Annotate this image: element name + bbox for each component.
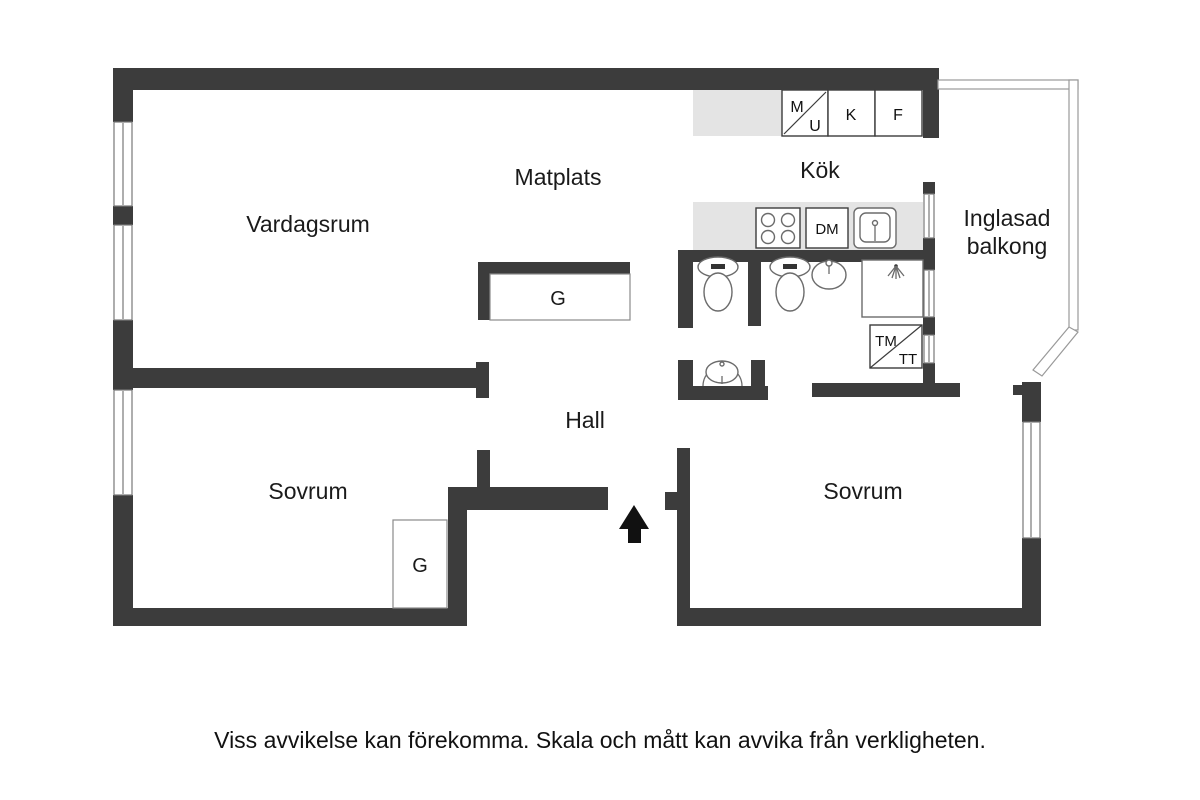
- oven-label: U: [809, 118, 821, 135]
- windows: [113, 121, 1041, 539]
- wall-bedroom2-right-lower: [1022, 538, 1041, 626]
- label-vardagsrum: Vardagsrum: [246, 211, 370, 237]
- freezer-unit: F: [874, 89, 923, 137]
- dryer-label: TT: [899, 351, 917, 368]
- shower-icon: [861, 259, 924, 318]
- window-bath-balcony-2: [923, 334, 935, 364]
- micro-label: M: [790, 99, 803, 116]
- window-bedroom2: [1022, 421, 1041, 539]
- wall-wc-bottom: [678, 386, 768, 400]
- wall-left-lower: [113, 495, 133, 626]
- balcony-glass-right: [1068, 79, 1079, 331]
- wall-hall-lower: [448, 487, 608, 510]
- wall-bedroom2-right-upper: [1022, 382, 1041, 422]
- dishwasher-label: DM: [815, 221, 838, 238]
- wall-balcony-seg4: [923, 363, 935, 387]
- fridge-label: K: [846, 107, 857, 124]
- toilet-icon-wc1: [697, 256, 739, 312]
- sink-icon-wc2: [702, 360, 743, 387]
- closet-matplats-label: G: [550, 288, 566, 310]
- stove-icon: [755, 207, 801, 249]
- kitchen-sink-icon: [853, 207, 897, 249]
- dishwasher-unit: DM: [805, 207, 849, 249]
- wall-closet-left: [478, 262, 490, 320]
- wall-bedroom2-left-notch: [665, 492, 677, 510]
- wall-balcony-seg1: [923, 182, 935, 194]
- fridge-unit: K: [827, 89, 876, 137]
- balcony-glass-diagonal: [1032, 326, 1079, 377]
- balcony-glass-top: [937, 79, 1079, 90]
- wall-bath-top: [678, 250, 935, 262]
- balcony-glazing: [937, 79, 1079, 377]
- wall-bedroom2-right-notch: [1013, 385, 1022, 395]
- micro-oven-unit: M U: [781, 89, 829, 137]
- label-balkong-line1: Inglasad: [964, 205, 1051, 231]
- wall-left-separator: [113, 206, 133, 225]
- washer-label: TM: [875, 333, 897, 350]
- label-hall: Hall: [565, 407, 605, 433]
- wall-interior-cap: [476, 362, 489, 398]
- window-bedroom1: [113, 389, 133, 496]
- entrance-arrow-icon: [619, 505, 649, 543]
- kitchen-cabinets: M U K F: [781, 89, 923, 137]
- room-labels: Vardagsrum Matplats Kök Inglasad balkong…: [246, 157, 1050, 504]
- closet-matplats: G: [489, 273, 631, 321]
- closet-bedroom-label: G: [412, 555, 428, 577]
- label-kok: Kök: [800, 157, 840, 183]
- window-living-1: [113, 121, 133, 207]
- wall-left-upper: [113, 68, 133, 122]
- window-kitchen-balcony: [923, 193, 935, 239]
- closet-bedroom: G: [392, 519, 448, 609]
- label-sovrum-left: Sovrum: [268, 478, 347, 504]
- wall-bedroom1-right: [448, 490, 467, 626]
- freezer-label: F: [893, 107, 903, 124]
- disclaimer-text: Viss avvikelse kan förekomma. Skala och …: [214, 727, 986, 753]
- wall-wc-divider-upper: [748, 250, 761, 326]
- wall-interior-horizontal: [113, 368, 488, 388]
- wall-top: [113, 68, 939, 90]
- wall-bottom-left: [113, 608, 467, 626]
- wall-bath-left-upper: [678, 250, 693, 328]
- label-balkong-line2: balkong: [967, 233, 1048, 259]
- sink-icon-bath: [811, 259, 847, 290]
- label-matplats: Matplats: [515, 164, 602, 190]
- washer-dryer-unit: TM TT: [869, 324, 923, 369]
- wall-kitchen-balcony-stub: [923, 88, 939, 138]
- wall-bath-bottom: [812, 383, 960, 397]
- walls: [113, 68, 1041, 626]
- window-living-2: [113, 224, 133, 321]
- wall-balcony-seg3: [923, 317, 935, 335]
- label-sovrum-right: Sovrum: [823, 478, 902, 504]
- wall-bottom-right: [677, 608, 1041, 626]
- window-bath-balcony-1: [923, 269, 935, 318]
- wall-bedroom2-left: [677, 448, 690, 626]
- wall-balcony-seg2: [923, 238, 935, 270]
- toilet-icon-bath: [769, 256, 811, 312]
- wall-closet-top: [478, 262, 630, 274]
- wall-hall-stub: [477, 450, 490, 490]
